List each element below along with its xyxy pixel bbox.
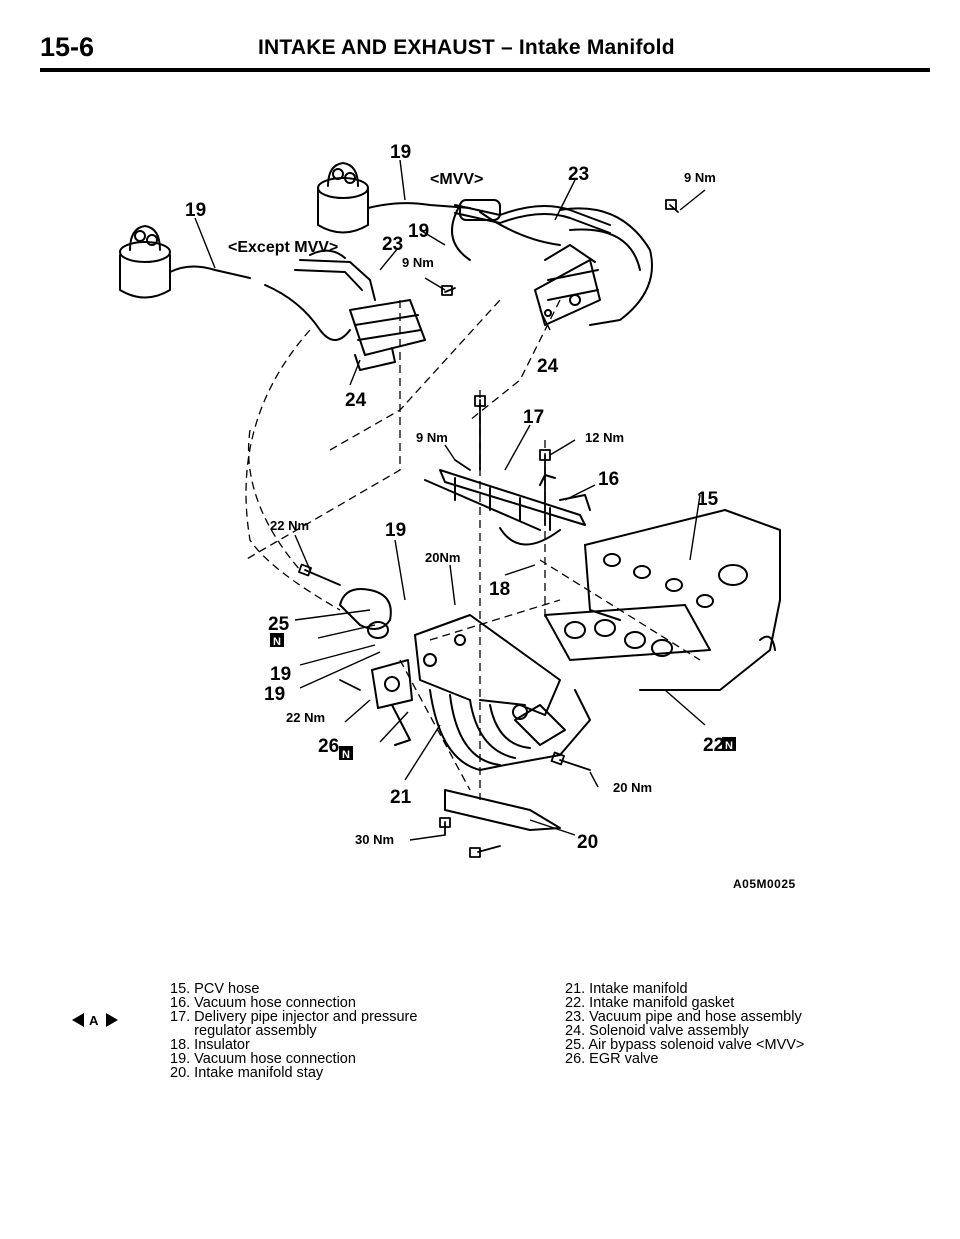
callout-19-a: 19 — [270, 664, 291, 685]
torque-20nm-a: 20Nm — [425, 550, 460, 565]
legend-item: 15. PCV hose — [170, 981, 260, 997]
legend-item: 22. Intake manifold gasket — [565, 995, 735, 1011]
legend-item: 20. Intake manifold stay — [170, 1065, 324, 1081]
page-title: INTAKE AND EXHAUST – Intake Manifold — [258, 36, 675, 59]
callout-19-lower: 19 — [385, 520, 406, 541]
callout-19-b: 19 — [264, 684, 285, 705]
header-rule — [40, 68, 930, 72]
callout-22: 22 — [703, 735, 724, 756]
callout-25: 25 — [268, 614, 290, 635]
callout-19-mid: 19 — [408, 221, 429, 242]
valve-group — [339, 588, 413, 746]
vacuum-canister-left — [119, 225, 251, 299]
intake-manifold — [414, 614, 591, 771]
callout-26: 26 — [318, 736, 339, 757]
torque-22nm-a: 22 Nm — [270, 518, 309, 533]
manifold-gasket — [544, 604, 711, 661]
legend-item: 23. Vacuum pipe and hose assembly — [565, 1009, 802, 1025]
torque-9nm-b: 9 Nm — [402, 255, 434, 270]
torque-9nm-a: 9 Nm — [684, 170, 716, 185]
delivery-pipe-assembly — [424, 469, 591, 546]
n-badge-2-text: N — [725, 740, 733, 752]
vacuum-pipe-assembly-mvv — [451, 199, 653, 326]
torque-9nm-c: 9 Nm — [416, 430, 448, 445]
figure-code: A05M0025 — [733, 877, 796, 891]
callout-20: 20 — [577, 832, 598, 853]
callout-23-left: 23 — [382, 234, 403, 255]
n-badge-3: N — [339, 746, 353, 761]
torque-22nm-b: 22 Nm — [286, 710, 325, 725]
label-except-mvv: <Except MVV> — [228, 239, 338, 256]
n-badge-3-text: N — [342, 749, 350, 761]
n-badge-1: N — [270, 633, 284, 648]
callout-21: 21 — [390, 787, 412, 808]
legend-left-column: 15. PCV hose 16. Vacuum hose connection … — [170, 981, 418, 1081]
callout-16: 16 — [598, 469, 619, 490]
callout-23-right: 23 — [568, 164, 589, 185]
bolts — [298, 199, 679, 858]
callout-19-left: 19 — [185, 200, 206, 221]
legend-item: 21. Intake manifold — [565, 981, 688, 997]
reference-mark-letter: A — [89, 1013, 99, 1028]
exploded-diagram: 19 19 19 23 23 24 24 17 16 15 19 18 25 1… — [119, 142, 796, 891]
legend-item: 18. Insulator — [170, 1037, 250, 1053]
vacuum-canister-right — [317, 162, 471, 234]
vacuum-pipe-assembly-except-mvv — [264, 249, 426, 371]
torque-30nm: 30 Nm — [355, 832, 394, 847]
callout-17: 17 — [523, 407, 544, 428]
manifold-stay — [444, 789, 561, 831]
callout-24-left: 24 — [345, 390, 367, 411]
page-number: 15-6 — [40, 32, 95, 62]
legend-item: regulator assembly — [170, 1023, 317, 1039]
torque-12nm: 12 Nm — [585, 430, 624, 445]
reference-mark-a-icon: A — [72, 1013, 118, 1028]
legend-item: 24. Solenoid valve assembly — [565, 1023, 749, 1039]
callout-19-top: 19 — [390, 142, 411, 163]
n-badge-2: N — [722, 737, 736, 752]
callout-18: 18 — [489, 579, 510, 600]
callout-15: 15 — [697, 489, 719, 510]
legend-right-column: 21. Intake manifold 22. Intake manifold … — [565, 981, 805, 1067]
legend-item: 19. Vacuum hose connection — [170, 1051, 356, 1067]
n-badge-1-text: N — [273, 636, 281, 648]
callout-24-right: 24 — [537, 356, 559, 377]
legend-item: 17. Delivery pipe injector and pressure — [170, 1009, 418, 1025]
engine-block — [584, 509, 781, 691]
page-header: 15-6 INTAKE AND EXHAUST – Intake Manifol… — [40, 30, 930, 72]
legend-item: 25. Air bypass solenoid valve <MVV> — [565, 1037, 805, 1053]
legend-item: 16. Vacuum hose connection — [170, 995, 356, 1011]
legend-item: 26. EGR valve — [565, 1051, 659, 1067]
label-mvv: <MVV> — [430, 171, 483, 188]
torque-20nm-b: 20 Nm — [613, 780, 652, 795]
